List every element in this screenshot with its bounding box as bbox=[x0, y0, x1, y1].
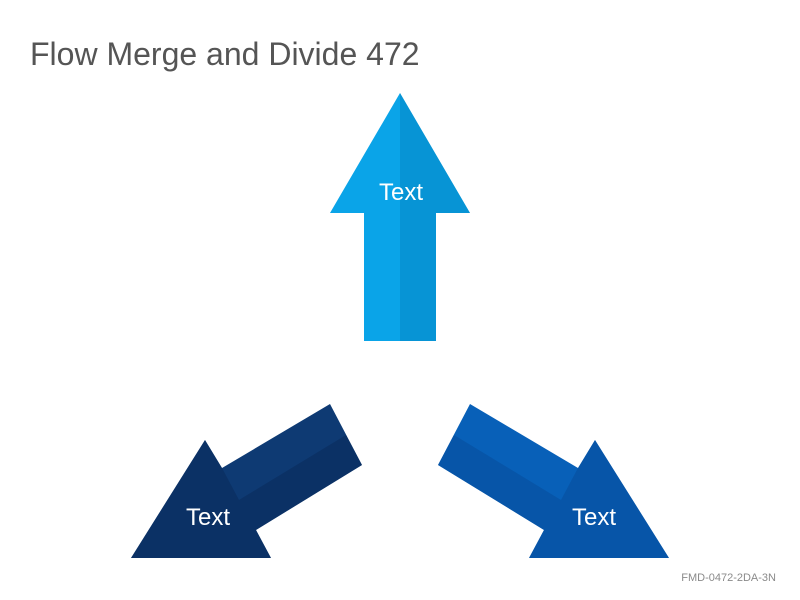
up-arrow-label: Text bbox=[379, 179, 423, 206]
down-left-arrow-shade bbox=[131, 435, 362, 558]
down-left-arrow-label: Text bbox=[186, 504, 230, 531]
page-title: Flow Merge and Divide 472 bbox=[30, 36, 420, 72]
down-left-arrow: Text bbox=[131, 404, 362, 558]
footer-code: FMD-0472-2DA-3N bbox=[681, 572, 776, 584]
down-right-arrow-shade bbox=[438, 435, 669, 558]
down-right-arrow-label: Text bbox=[572, 504, 616, 531]
down-right-arrow: Text bbox=[438, 404, 669, 558]
up-arrow-shade bbox=[400, 93, 470, 341]
up-arrow: Text bbox=[330, 93, 470, 341]
